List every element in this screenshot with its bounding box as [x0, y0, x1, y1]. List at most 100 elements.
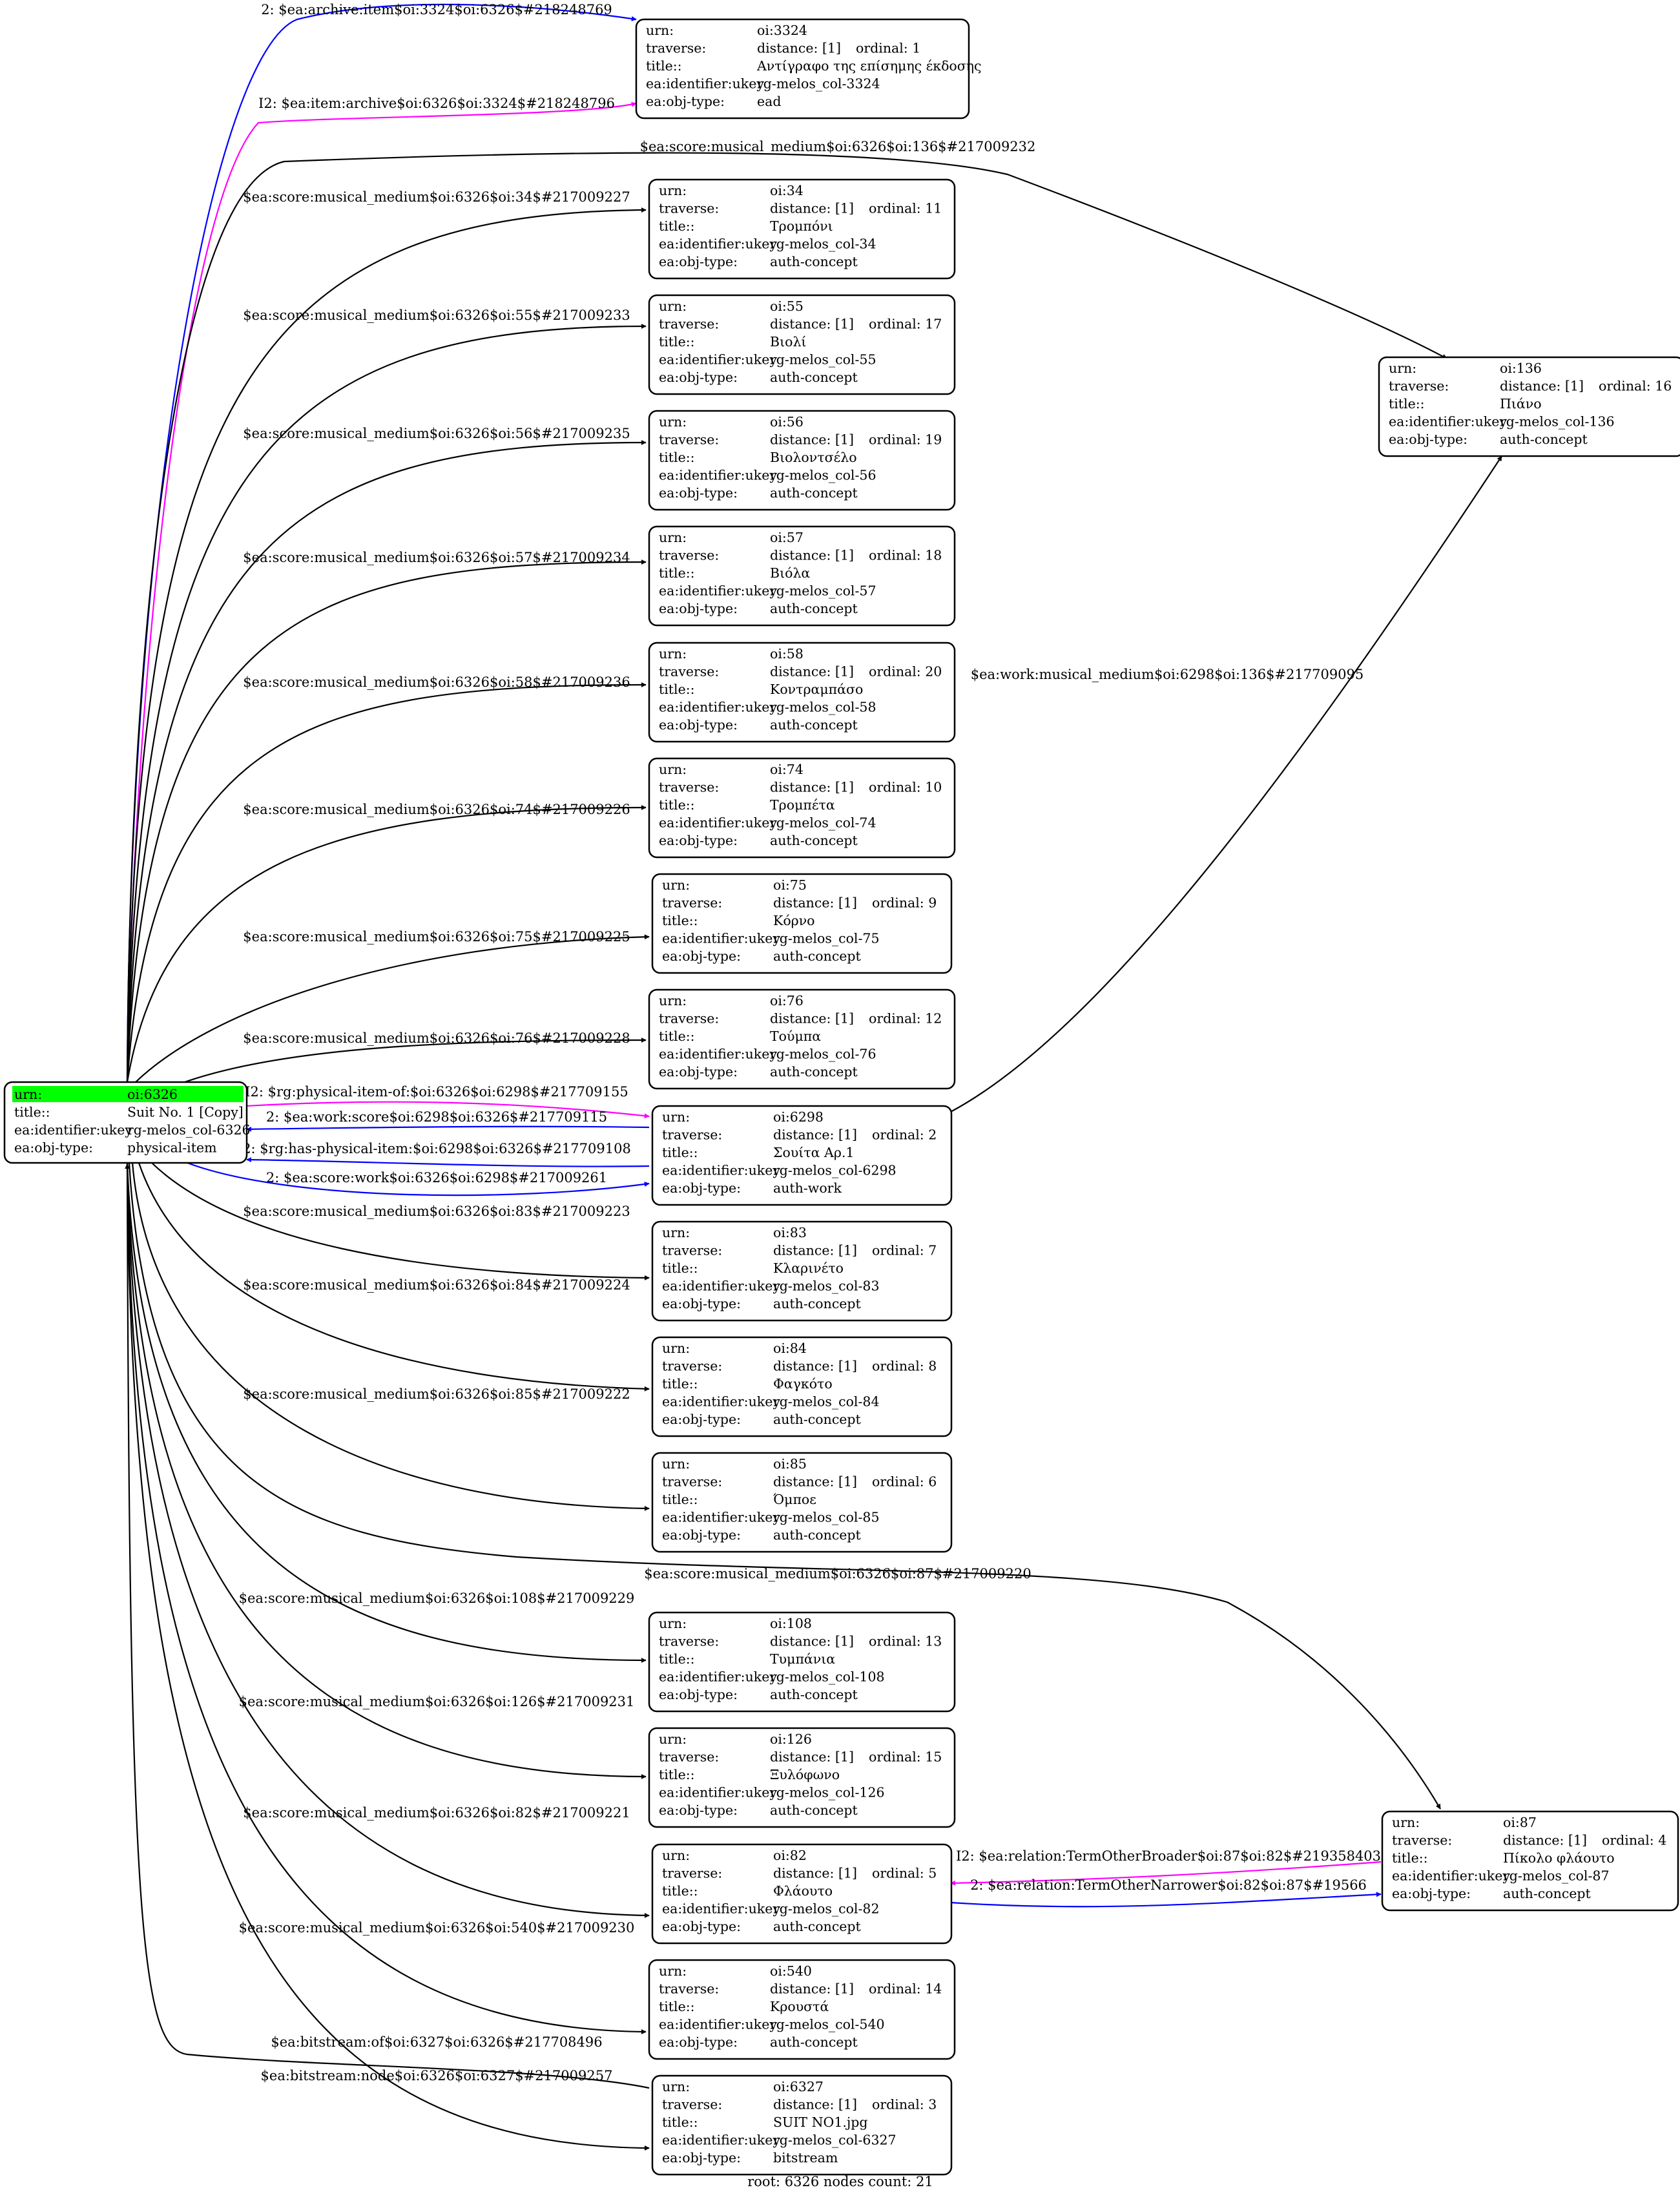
field-label-ukey: ea:identifier:ukey [662, 1163, 780, 1178]
edge-label-bitstream-node: $ea:bitstream:node$oi:6326$oi:6327$#2170… [261, 2068, 613, 2083]
field-label-traverse: traverse: [1389, 379, 1449, 394]
edge-medium-136 [126, 152, 1447, 1083]
node-box [648, 410, 956, 511]
field-value-type: auth-work [773, 1180, 842, 1196]
field-label-urn: urn: [659, 1616, 687, 1631]
field-value-distance: distance: [1] [770, 664, 854, 680]
edge-work-score [246, 1125, 650, 1132]
field-value-ukey: rg-melos_col-6298 [773, 1163, 897, 1178]
field-label-traverse: traverse: [662, 1127, 722, 1143]
field-value-ordinal: ordinal: 3 [872, 2097, 937, 2113]
field-label-urn: urn: [659, 1963, 687, 1979]
field-label-traverse: traverse: [659, 317, 719, 332]
field-label-traverse: traverse: [659, 780, 719, 795]
field-label-traverse: traverse: [659, 1981, 719, 1997]
field-value-distance: distance: [1] [773, 1127, 857, 1143]
edge-score-work [187, 1162, 650, 1196]
field-value-title: Τρομπέτα [770, 797, 835, 813]
field-value-urn: oi:76 [770, 993, 804, 1008]
edge-label-medium-34: $ea:score:musical_medium$oi:6326$oi:34$#… [243, 189, 630, 205]
field-label-urn: urn: [662, 1341, 690, 1356]
field-label-title: title:: [662, 1492, 698, 1507]
field-value-urn: oi:108 [770, 1616, 812, 1631]
field-value-urn: oi:6327 [773, 2079, 824, 2094]
field-value-distance: distance: [1] [773, 1474, 857, 1490]
field-value-ordinal: ordinal: 7 [872, 1243, 937, 1258]
field-value-urn: oi:74 [770, 762, 804, 777]
edge-label-medium-126: $ea:score:musical_medium$oi:6326$oi:126$… [239, 1694, 635, 1709]
field-value-distance: distance: [1] [773, 1359, 857, 1374]
field-label-type: ea:obj-type: [659, 833, 738, 848]
field-value-ordinal: ordinal: 2 [872, 1127, 937, 1143]
node-box [1381, 1810, 1679, 1912]
field-label-traverse: traverse: [662, 1359, 722, 1374]
edge-medium-55 [126, 324, 647, 1083]
field-value-ordinal: ordinal: 11 [869, 201, 942, 216]
node-box [651, 1105, 953, 1206]
field-value-type: auth-concept [770, 485, 858, 501]
field-label-type: ea:obj-type: [659, 2034, 738, 2050]
field-value-ukey: rg-melos_col-84 [773, 1394, 879, 1410]
field-label-urn: urn: [659, 762, 687, 777]
field-value-title: Κρουστά [770, 1999, 829, 2014]
field-label-urn: urn: [662, 1109, 690, 1125]
field-label-ukey: ea:identifier:ukey [659, 1785, 777, 1801]
field-label-urn: urn: [662, 2079, 690, 2094]
field-label-type: ea:obj-type: [659, 717, 738, 733]
field-value-type: bitstream [773, 2150, 838, 2166]
field-label-ukey: ea:identifier:ukey [662, 1279, 780, 1294]
edge-label-layer: 2: $ea:archive:item$oi:3324$oi:6326$#218… [239, 2, 1381, 2083]
field-label-title: title:: [659, 565, 695, 581]
edge-label-medium-87: $ea:score:musical_medium$oi:6326$oi:87$#… [644, 1566, 1031, 1581]
field-value-ordinal: ordinal: 17 [869, 317, 942, 332]
field-label-urn: urn: [659, 183, 687, 198]
field-label-title: title:: [1389, 396, 1425, 412]
field-label-traverse: traverse: [662, 1474, 722, 1490]
field-label-title: title:: [662, 1883, 698, 1899]
field-label-title: title:: [659, 334, 695, 350]
field-value-ukey: rg-melos_col-56 [770, 468, 876, 483]
field-value-urn: oi:6298 [773, 1109, 824, 1125]
field-value-type: auth-concept [773, 1527, 862, 1543]
graph-footer: root: 6326 nodes count: 21 [747, 2174, 933, 2189]
field-label-type: ea:obj-type: [662, 1412, 741, 1427]
field-value-type: auth-concept [1500, 432, 1588, 447]
field-value-title: Βιολοντσέλο [770, 450, 857, 465]
field-value-ukey: rg-melos_col-85 [773, 1510, 879, 1525]
field-value-ordinal: ordinal: 1 [856, 41, 920, 56]
field-value-ordinal: ordinal: 15 [869, 1749, 942, 1765]
field-label-urn: urn: [646, 23, 674, 38]
field-label-title: title:: [1392, 1850, 1428, 1866]
field-value-distance: distance: [1] [770, 548, 854, 563]
node-box [635, 18, 970, 120]
field-value-urn: oi:126 [770, 1731, 812, 1747]
field-value-distance: distance: [1] [770, 201, 854, 216]
field-label-traverse: traverse: [659, 1634, 719, 1649]
field-value-urn: oi:540 [770, 1963, 812, 1979]
root-field-value: oi:6326 [127, 1087, 178, 1102]
node-oi-6298[interactable]: urn: oi:6298 traverse: distance: [1] ordinal… [651, 1105, 953, 1206]
field-label-traverse: traverse: [646, 41, 706, 56]
field-value-title: Πίκολο φλάουτο [1503, 1850, 1615, 1866]
edge-label-medium-82: $ea:score:musical_medium$oi:6326$oi:82$#… [243, 1805, 630, 1821]
